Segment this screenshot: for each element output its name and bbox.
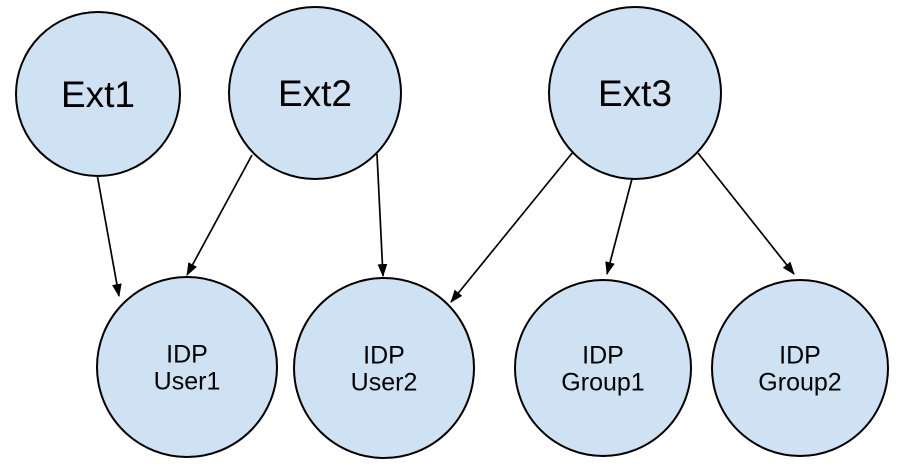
node-ext2[interactable]: Ext2 (228, 6, 402, 180)
node-circle-idp-group2[interactable] (711, 279, 889, 457)
node-ext1[interactable]: Ext1 (15, 11, 181, 177)
node-circle-idp-user1[interactable] (96, 276, 278, 458)
node-label-ext3: Ext3 (598, 73, 672, 114)
node-circle-ext1[interactable] (15, 11, 181, 177)
edge-ext3-to-idp-group1 (605, 174, 634, 276)
node-circle-ext3[interactable] (548, 6, 722, 180)
node-label-ext2: Ext2 (278, 73, 352, 114)
node-circle-idp-user2[interactable] (293, 277, 475, 459)
edge-ext2-to-idp-user2 (376, 153, 388, 278)
node-circle-idp-group1[interactable] (514, 279, 692, 457)
edge-ext3-to-idp-user2 (450, 151, 574, 303)
node-circle-ext2[interactable] (228, 6, 402, 180)
edge-ext3-to-idp-group2 (697, 152, 795, 275)
node-label-ext1: Ext1 (61, 74, 135, 115)
edge-ext2-to-idp-user1 (186, 154, 253, 276)
node-ext3[interactable]: Ext3 (548, 6, 722, 180)
edge-ext1-to-idp-user1 (96, 173, 122, 298)
